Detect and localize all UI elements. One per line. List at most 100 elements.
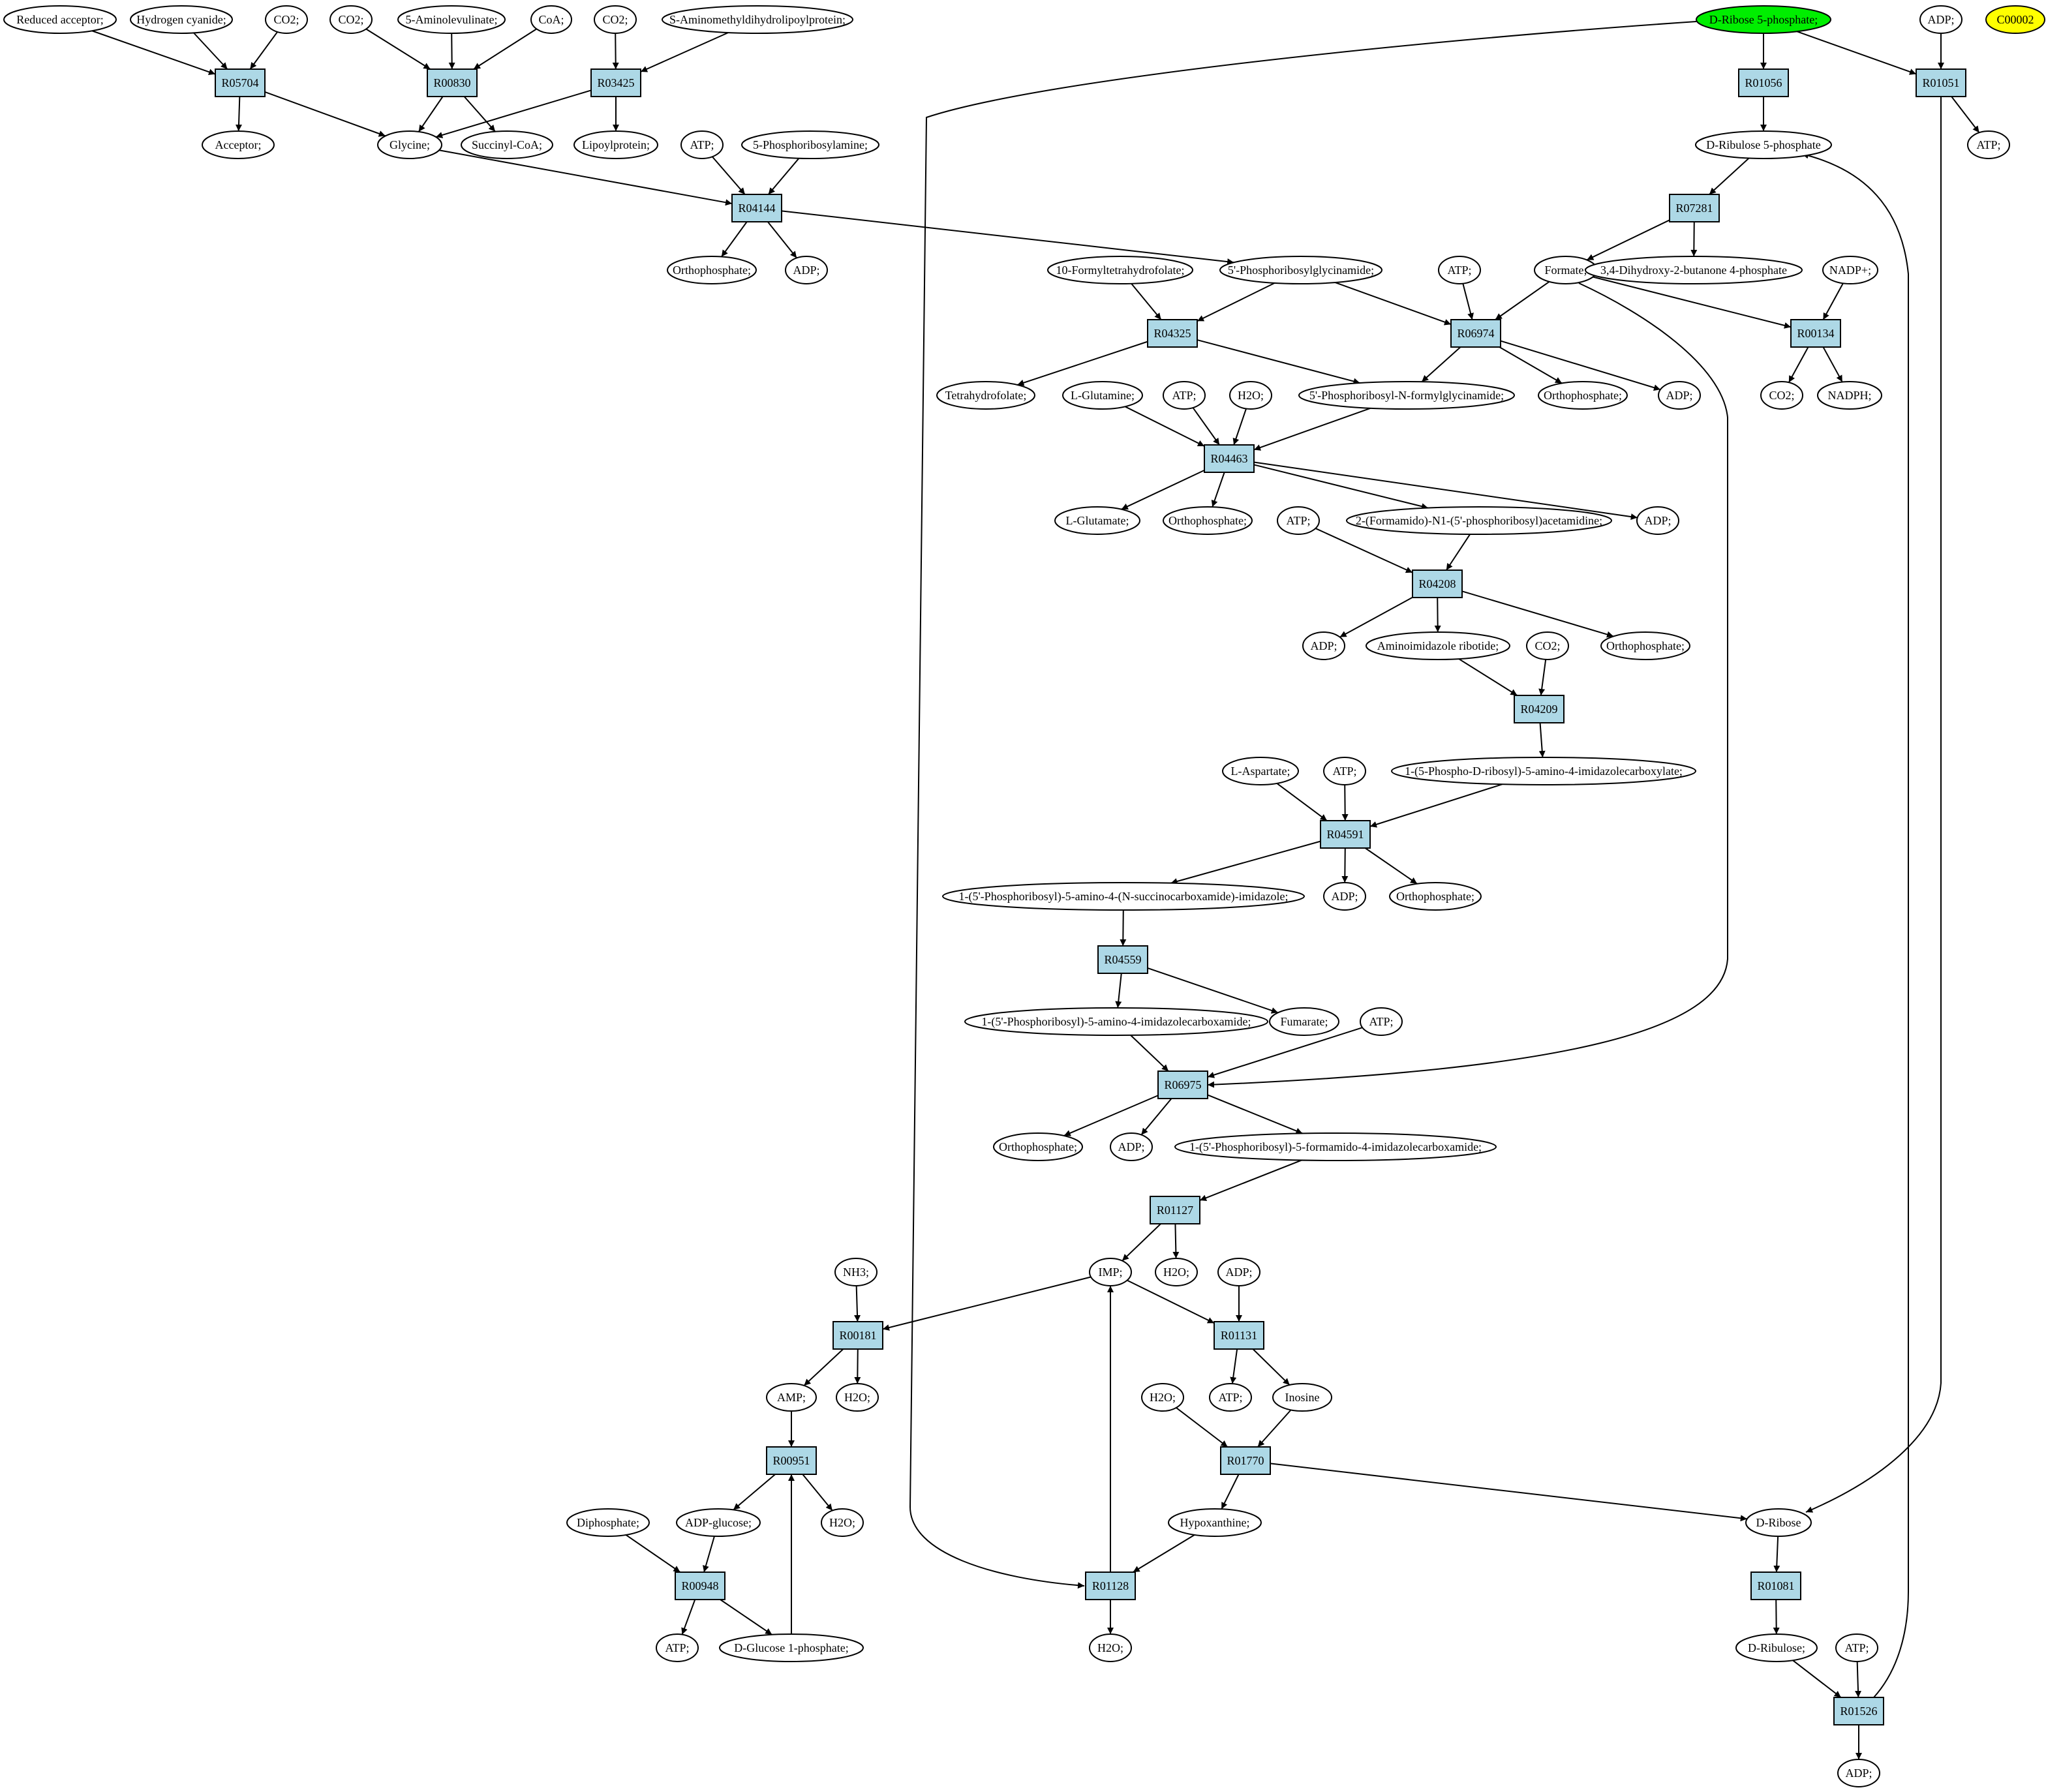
compound-node-ortho_a[interactable]: Orthophosphate; (667, 256, 757, 284)
compound-node-adpglc[interactable]: ADP-glucose; (676, 1508, 761, 1537)
reaction-node-r04463[interactable]: R04463 (1204, 444, 1255, 473)
compound-node-nadp[interactable]: NADP+; (1822, 256, 1878, 284)
compound-node-g1p[interactable]: D-Glucose 1-phosphate; (719, 1633, 864, 1662)
compound-node-acceptor[interactable]: Acceptor; (202, 130, 275, 159)
compound-node-diphos[interactable]: Diphosphate; (566, 1508, 650, 1537)
reaction-node-r00134[interactable]: R00134 (1790, 319, 1841, 348)
compound-node-thf[interactable]: Tetrahydrofolate; (936, 381, 1035, 410)
compound-node-lasp[interactable]: L-Aspartate; (1222, 757, 1299, 785)
compound-node-adp_top[interactable]: ADP; (1919, 5, 1962, 34)
compound-node-atp_e[interactable]: ATP; (1323, 757, 1366, 785)
reaction-node-r04209[interactable]: R04209 (1514, 695, 1565, 723)
reaction-node-r01081[interactable]: R01081 (1750, 1572, 1801, 1600)
compound-node-hypox[interactable]: Hypoxanthine; (1168, 1508, 1262, 1537)
compound-node-dr5p[interactable]: D-Ribose 5-phosphate; (1696, 5, 1831, 34)
reaction-node-r00830[interactable]: R00830 (427, 68, 478, 97)
compound-node-ortho_b[interactable]: Orthophosphate; (1538, 381, 1628, 410)
reaction-node-r00951[interactable]: R00951 (766, 1446, 817, 1475)
compound-node-aminolev[interactable]: 5-Aminolevulinate; (397, 5, 506, 34)
compound-node-ortho_f[interactable]: Orthophosphate; (993, 1132, 1083, 1161)
compound-node-adp_e[interactable]: ADP; (1323, 882, 1366, 911)
compound-node-fthf[interactable]: 10-Formyltetrahydrofolate; (1047, 256, 1193, 284)
compound-node-atp_g[interactable]: ATP; (1209, 1383, 1252, 1412)
reaction-node-r04144[interactable]: R04144 (731, 194, 782, 222)
compound-node-fgam[interactable]: 2-(Formamido)-N1-(5'-phosphoribosyl)acet… (1346, 506, 1612, 535)
compound-node-saicar[interactable]: 1-(5'-Phosphoribosyl)-5-amino-4-(N-succi… (942, 882, 1305, 911)
compound-node-h2o_c[interactable]: H2O; (836, 1383, 879, 1412)
reaction-node-r04559[interactable]: R04559 (1097, 945, 1148, 974)
compound-node-atp_h[interactable]: ATP; (656, 1633, 699, 1662)
compound-node-atp_d[interactable]: ATP; (1277, 506, 1320, 535)
compound-node-co2_d[interactable]: CO2; (1760, 381, 1803, 410)
compound-node-cair[interactable]: 1-(5-Phospho-D-ribosyl)-5-amino-4-imidaz… (1391, 757, 1696, 785)
compound-node-adp_b[interactable]: ADP; (1658, 381, 1701, 410)
reaction-node-r03425[interactable]: R03425 (590, 68, 641, 97)
compound-node-atp_f[interactable]: ATP; (1360, 1007, 1403, 1036)
compound-node-adp_a[interactable]: ADP; (785, 256, 828, 284)
reaction-node-r06975[interactable]: R06975 (1157, 1071, 1208, 1099)
compound-node-coa[interactable]: CoA; (530, 5, 572, 34)
compound-node-aicar[interactable]: 1-(5'-Phosphoribosyl)-5-amino-4-imidazol… (964, 1007, 1268, 1036)
compound-node-prpa[interactable]: 5-Phosphoribosylamine; (741, 130, 879, 159)
compound-node-dribulose[interactable]: D-Ribulose; (1735, 1633, 1818, 1662)
compound-node-adp_g[interactable]: ADP; (1217, 1258, 1260, 1286)
compound-node-samdlp[interactable]: S-Aminomethyldihydrolipoylprotein; (662, 5, 853, 34)
compound-node-atp_b[interactable]: ATP; (1438, 256, 1481, 284)
compound-node-co2_a[interactable]: CO2; (265, 5, 308, 34)
compound-node-hcn[interactable]: Hydrogen cyanide; (130, 5, 233, 34)
compound-node-adp_f[interactable]: ADP; (1110, 1132, 1153, 1161)
compound-node-nadph[interactable]: NADPH; (1817, 381, 1882, 410)
compound-node-fumarate[interactable]: Fumarate; (1269, 1007, 1339, 1036)
compound-node-adp_d[interactable]: ADP; (1302, 631, 1345, 660)
compound-node-ortho_c[interactable]: Orthophosphate; (1163, 506, 1253, 535)
reaction-node-r00181[interactable]: R00181 (832, 1321, 883, 1350)
reaction-node-r04208[interactable]: R04208 (1412, 569, 1463, 598)
compound-node-reduced_acceptor[interactable]: Reduced acceptor; (3, 5, 117, 34)
reaction-node-r06974[interactable]: R06974 (1450, 319, 1501, 348)
compound-node-atp_i[interactable]: ATP; (1835, 1633, 1878, 1662)
compound-node-formate[interactable]: Formate; (1534, 256, 1598, 284)
compound-node-h2o_b[interactable]: H2O; (1155, 1258, 1198, 1286)
compound-node-c00002[interactable]: C00002 (1985, 5, 2045, 34)
compound-node-dribose[interactable]: D-Ribose (1745, 1508, 1812, 1537)
compound-node-atp_top[interactable]: ATP; (1967, 130, 2010, 159)
compound-node-faicar[interactable]: 1-(5'-Phosphoribosyl)-5-formamido-4-imid… (1174, 1132, 1497, 1161)
compound-node-co2_c[interactable]: CO2; (594, 5, 637, 34)
compound-node-adp_c[interactable]: ADP; (1636, 506, 1679, 535)
compound-node-atp_c[interactable]: ATP; (1163, 381, 1206, 410)
reaction-node-r01131[interactable]: R01131 (1214, 1321, 1264, 1350)
compound-node-inosine[interactable]: Inosine (1272, 1383, 1332, 1412)
compound-node-h2o_d[interactable]: H2O; (1141, 1383, 1184, 1412)
compound-node-h2o_f[interactable]: H2O; (1089, 1633, 1132, 1662)
compound-node-dru5p[interactable]: D-Ribulose 5-phosphate (1695, 130, 1832, 159)
compound-node-lgln[interactable]: L-Glutamine; (1062, 381, 1143, 410)
reaction-node-r00948[interactable]: R00948 (675, 1572, 725, 1600)
compound-node-air[interactable]: Aminoimidazole ribotide; (1366, 631, 1510, 660)
compound-node-ortho_d[interactable]: Orthophosphate; (1600, 631, 1690, 660)
reaction-node-r01051[interactable]: R01051 (1916, 68, 1966, 97)
compound-node-h2o_a[interactable]: H2O; (1229, 381, 1272, 410)
reaction-node-r04325[interactable]: R04325 (1147, 319, 1198, 348)
reaction-node-r01526[interactable]: R01526 (1833, 1697, 1884, 1725)
reaction-node-r01128[interactable]: R01128 (1085, 1572, 1136, 1600)
compound-node-dhbp[interactable]: 3,4-Dihydroxy-2-butanone 4-phosphate (1585, 256, 1803, 284)
reaction-node-r01056[interactable]: R01056 (1738, 68, 1789, 97)
compound-node-imp[interactable]: IMP; (1089, 1258, 1132, 1286)
compound-node-gar[interactable]: 5'-Phosphoribosylglycinamide; (1219, 256, 1382, 284)
compound-node-co2_b[interactable]: CO2; (329, 5, 373, 34)
compound-node-succcoa[interactable]: Succinyl-CoA; (461, 130, 553, 159)
compound-node-amp[interactable]: AMP; (766, 1383, 817, 1412)
compound-node-adp_h[interactable]: ADP; (1837, 1759, 1880, 1787)
compound-node-ortho_e[interactable]: Orthophosphate; (1389, 882, 1482, 911)
compound-node-nh3[interactable]: NH3; (834, 1258, 878, 1286)
reaction-node-r07281[interactable]: R07281 (1669, 194, 1720, 222)
compound-node-lglu[interactable]: L-Glutamate; (1054, 506, 1140, 535)
compound-node-fgar[interactable]: 5'-Phosphoribosyl-N-formylglycinamide; (1298, 381, 1515, 410)
compound-node-atp_a[interactable]: ATP; (680, 130, 724, 159)
compound-node-glycine[interactable]: Glycine; (377, 130, 442, 159)
reaction-node-r05704[interactable]: R05704 (215, 68, 266, 97)
compound-node-lipoyl[interactable]: Lipoylprotein; (573, 130, 658, 159)
reaction-node-r01127[interactable]: R01127 (1150, 1196, 1200, 1224)
compound-node-co2_e[interactable]: CO2; (1526, 631, 1569, 660)
reaction-node-r01770[interactable]: R01770 (1220, 1446, 1271, 1475)
